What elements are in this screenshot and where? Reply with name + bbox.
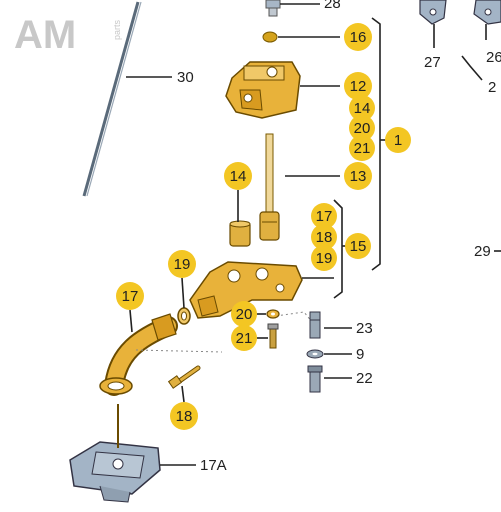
svg-text:21: 21: [236, 330, 253, 347]
svg-text:13: 13: [350, 168, 367, 185]
callout-1: 1: [385, 127, 411, 153]
part-20-washer: [266, 309, 280, 319]
label-26: 26: [486, 49, 501, 66]
callout-20a: 20: [349, 115, 375, 141]
leader-18b: [181, 385, 185, 403]
svg-text:19: 19: [174, 256, 191, 273]
svg-text:17: 17: [316, 208, 333, 225]
svg-text:16: 16: [350, 29, 367, 46]
logo-text: AM: [14, 13, 76, 57]
callout-12: 12: [344, 72, 372, 100]
leader-19a: [181, 277, 185, 309]
part-18-bolt: [167, 365, 201, 389]
callout-17a: 17: [311, 203, 337, 229]
am-parts-logo: AM parts: [14, 13, 122, 57]
svg-text:17: 17: [122, 288, 139, 305]
callout-19b: 19: [168, 250, 196, 278]
svg-text:14: 14: [354, 100, 371, 117]
part-28: [265, 0, 281, 17]
part-16-cap: [262, 31, 278, 43]
part-13-shaft: [259, 133, 280, 241]
label-28: 28: [324, 0, 341, 12]
part-17-suction-pipe: [99, 313, 178, 396]
svg-text:15: 15: [350, 238, 367, 255]
part-9-washer: [306, 349, 324, 359]
part-21-bolt: [267, 323, 279, 349]
svg-text:19: 19: [316, 250, 333, 267]
svg-text:18: 18: [316, 229, 333, 246]
callout-17b: 17: [116, 282, 144, 310]
bracket-group-15: [333, 199, 343, 299]
label-22: 22: [356, 370, 373, 387]
part-12-pump-housing: [225, 61, 301, 119]
dashed-alignment-line: [135, 349, 223, 353]
svg-text:14: 14: [230, 168, 247, 185]
part-14-gear: [229, 220, 251, 247]
callout-20b: 20: [231, 301, 257, 327]
part-22-nut: [307, 365, 323, 393]
callout-18a: 18: [311, 224, 337, 250]
svg-text:18: 18: [176, 408, 193, 425]
label-30: 30: [177, 69, 194, 86]
svg-text:12: 12: [350, 78, 367, 95]
part-26-bracket: [473, 0, 501, 25]
leader-2: [461, 55, 483, 81]
callout-14b: 14: [224, 162, 252, 190]
label-17A: 17A: [200, 457, 227, 474]
label-29: 29: [474, 243, 491, 260]
part-19-o-ring: [177, 307, 191, 325]
callout-15: 15: [345, 233, 371, 259]
svg-text:20: 20: [354, 120, 371, 137]
callout-13: 13: [344, 162, 372, 190]
dipstick-tube: [82, 1, 142, 197]
svg-text:20: 20: [236, 306, 253, 323]
dashed-alignment-line-2: [275, 311, 313, 323]
callout-18b: 18: [170, 402, 198, 430]
part-15-pump-body: [189, 261, 303, 319]
svg-text:1: 1: [394, 132, 402, 149]
part-23-stud: [309, 311, 321, 339]
svg-text:21: 21: [354, 140, 371, 157]
callout-16: 16: [344, 23, 372, 51]
logo-subtext: parts: [112, 19, 122, 40]
label-9: 9: [356, 346, 364, 363]
label-27: 27: [424, 54, 441, 71]
leader-17a: [129, 309, 133, 333]
callout-14a: 14: [349, 95, 375, 121]
label-23: 23: [356, 320, 373, 337]
part-17A-strainer: [69, 404, 161, 503]
callout-19a: 19: [311, 245, 337, 271]
bracket-group-1: [371, 17, 381, 271]
part-27-bracket: [419, 0, 447, 25]
label-2: 2: [488, 79, 496, 96]
callout-21b: 21: [231, 325, 257, 351]
callout-21a: 21: [349, 135, 375, 161]
